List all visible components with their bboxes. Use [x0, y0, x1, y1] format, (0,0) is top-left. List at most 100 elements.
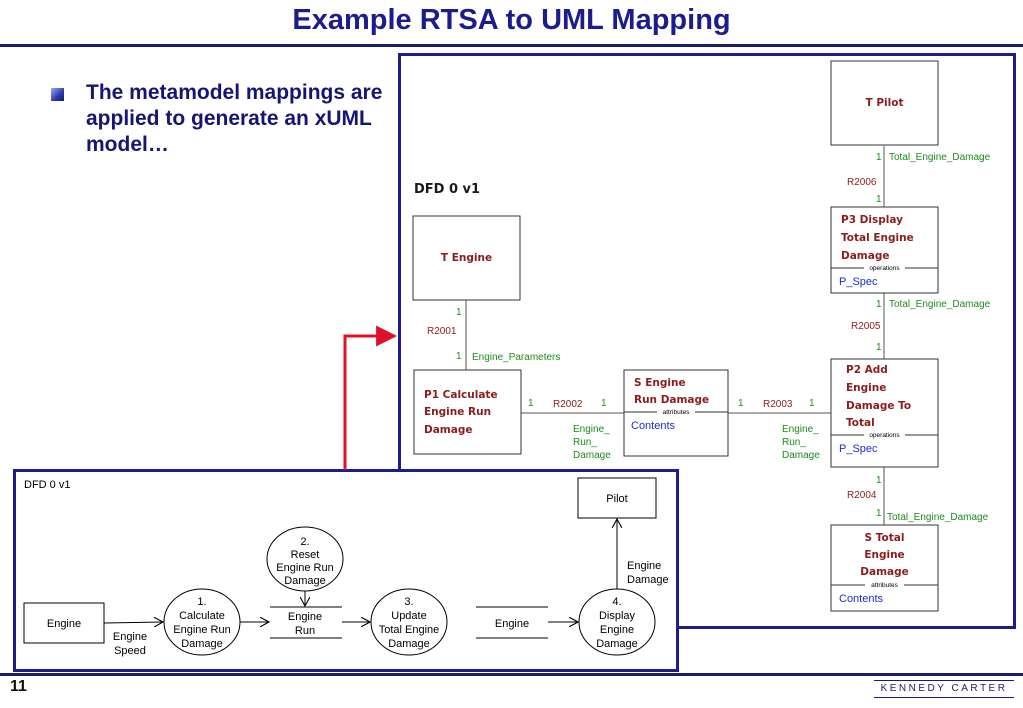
operation-text: P_Spec — [839, 443, 878, 455]
process-2-reset-engine-run-damage[interactable]: 2. Reset Engine Run Damage — [266, 526, 344, 592]
role-label-line: Run_ — [573, 437, 597, 448]
bullet-square-icon — [51, 88, 64, 101]
class-name-line: Run Damage — [634, 394, 709, 406]
process-label-line: Engine — [600, 624, 634, 636]
multiplicity: 1 — [456, 307, 462, 318]
multiplicity: 1 — [876, 299, 882, 310]
data-store-engine[interactable]: Engine — [476, 606, 548, 639]
class-name-line: P2 Add — [846, 364, 888, 376]
class-name-line: Total — [846, 417, 875, 429]
class-name-line: Damage — [424, 424, 472, 436]
class-name-line: Total Engine — [841, 232, 914, 244]
attribute-text: Contents — [631, 420, 676, 432]
multiplicity: 1 — [876, 508, 882, 519]
process-label-line: Engine Run — [173, 624, 231, 636]
store-label: Engine — [495, 618, 529, 630]
dfd-diagram-frame — [13, 469, 679, 672]
class-name-line: Damage To — [846, 400, 911, 412]
store-label-line: Engine — [288, 611, 322, 623]
class-p2-add-engine-damage-to-total[interactable]: P2 Add Engine Damage To Total operations… — [830, 358, 939, 468]
attribute-text: Contents — [839, 593, 884, 605]
multiplicity: 1 — [738, 398, 744, 409]
terminator-label: Engine — [47, 618, 81, 630]
class-p1-calculate-engine-run-damage[interactable]: P1 Calculate Engine Run Damage — [413, 369, 522, 455]
process-label-line: Reset — [291, 549, 320, 561]
class-name-line: P1 Calculate — [424, 389, 498, 401]
multiplicity: 1 — [876, 342, 882, 353]
class-s-engine-run-damage[interactable]: S Engine Run Damage attributes Contents — [623, 369, 729, 457]
title-underline — [0, 44, 1023, 47]
logo-rule-top — [874, 680, 1014, 681]
slide-title: Example RTSA to UML Mapping — [292, 4, 731, 36]
role-label: Total_Engine_Damage — [889, 299, 991, 310]
terminator-engine[interactable]: Engine — [23, 602, 105, 644]
compartment-label: operations — [869, 265, 900, 272]
process-label-line: Update — [391, 610, 426, 622]
class-name: T Engine — [441, 252, 492, 264]
class-t-pilot[interactable]: T Pilot — [830, 60, 939, 146]
class-name-line: S Total — [865, 532, 905, 544]
class-name-line: Damage — [860, 566, 908, 578]
process-label-line: Damage — [596, 638, 638, 650]
role-label-line: Run_ — [782, 437, 806, 448]
association-id: R2003 — [763, 399, 793, 410]
process-label-line: Calculate — [179, 610, 225, 622]
flow-label-line: Engine — [113, 631, 147, 643]
role-label: Total_Engine_Damage — [887, 512, 989, 523]
multiplicity: 1 — [601, 398, 607, 409]
process-4-display-engine-damage[interactable]: 4. Display Engine Damage — [578, 588, 656, 656]
terminator-pilot[interactable]: Pilot — [577, 477, 657, 519]
multiplicity: 1 — [876, 475, 882, 486]
company-logo: KENNEDY CARTER — [880, 683, 1008, 694]
footer-rule — [0, 673, 1023, 676]
multiplicity: 1 — [528, 398, 534, 409]
process-label-line: Damage — [284, 575, 326, 587]
flow-label-line: Engine — [627, 560, 661, 572]
operation-text: P_Spec — [839, 276, 878, 288]
process-label-line: Damage — [181, 638, 223, 650]
process-label-line: Damage — [388, 638, 430, 650]
bullet-text: The metamodel mappings are applied to ge… — [86, 81, 383, 156]
association-id: R2006 — [847, 177, 877, 188]
multiplicity: 1 — [456, 351, 462, 362]
process-label-line: Total Engine — [379, 624, 440, 636]
terminator-label: Pilot — [606, 493, 627, 505]
process-label-line: Engine Run — [276, 562, 334, 574]
association-id: R2002 — [553, 399, 583, 410]
association-id: R2005 — [851, 321, 881, 332]
class-t-engine[interactable]: T Engine — [412, 215, 521, 301]
association-id: R2004 — [847, 490, 877, 501]
dfd-label: DFD 0 v1 — [24, 479, 70, 491]
class-name-line: S Engine — [634, 377, 686, 389]
process-3-update-total-engine-damage[interactable]: 3. Update Total Engine Damage — [370, 588, 448, 656]
class-name-line: Engine Run — [424, 406, 491, 418]
uml-diagram-label: DFD 0 v1 — [414, 182, 480, 197]
class-s-total-engine-damage[interactable]: S Total Engine Damage attributes Content… — [830, 524, 939, 612]
class-name-line: Engine — [846, 382, 886, 394]
logo-rule-bottom — [874, 697, 1014, 698]
role-label-line: Engine_ — [782, 424, 819, 435]
class-name-line: P3 Display — [841, 214, 903, 226]
process-label-line: Display — [599, 610, 636, 622]
dfd-diagram: DFD 0 v1 Engine Pilot 1. Calculate Engin… — [23, 477, 669, 657]
process-1-calculate-engine-run-damage[interactable]: 1. Calculate Engine Run Damage — [163, 588, 241, 656]
process-label-line: 2. — [300, 536, 309, 548]
compartment-label: attributes — [871, 582, 898, 589]
multiplicity: 1 — [809, 398, 815, 409]
multiplicity: 1 — [876, 194, 882, 205]
flow-label-line: Damage — [627, 574, 669, 586]
class-p3-display-total-engine-damage[interactable]: P3 Display Total Engine Damage operation… — [830, 206, 939, 294]
mapping-arrow — [343, 325, 398, 470]
class-name: T Pilot — [866, 97, 904, 109]
page-number: 11 — [10, 678, 27, 695]
compartment-label: operations — [869, 432, 900, 439]
flow-label-line: Speed — [114, 645, 146, 657]
role-label-line: Damage — [573, 450, 611, 461]
role-label-line: Engine_ — [573, 424, 610, 435]
class-name-line: Damage — [841, 250, 889, 262]
process-label-line: 4. — [612, 596, 621, 608]
process-label-line: 1. — [197, 596, 206, 608]
data-store-engine-run[interactable]: Engine Run — [270, 606, 342, 639]
process-label-line: 3. — [404, 596, 413, 608]
